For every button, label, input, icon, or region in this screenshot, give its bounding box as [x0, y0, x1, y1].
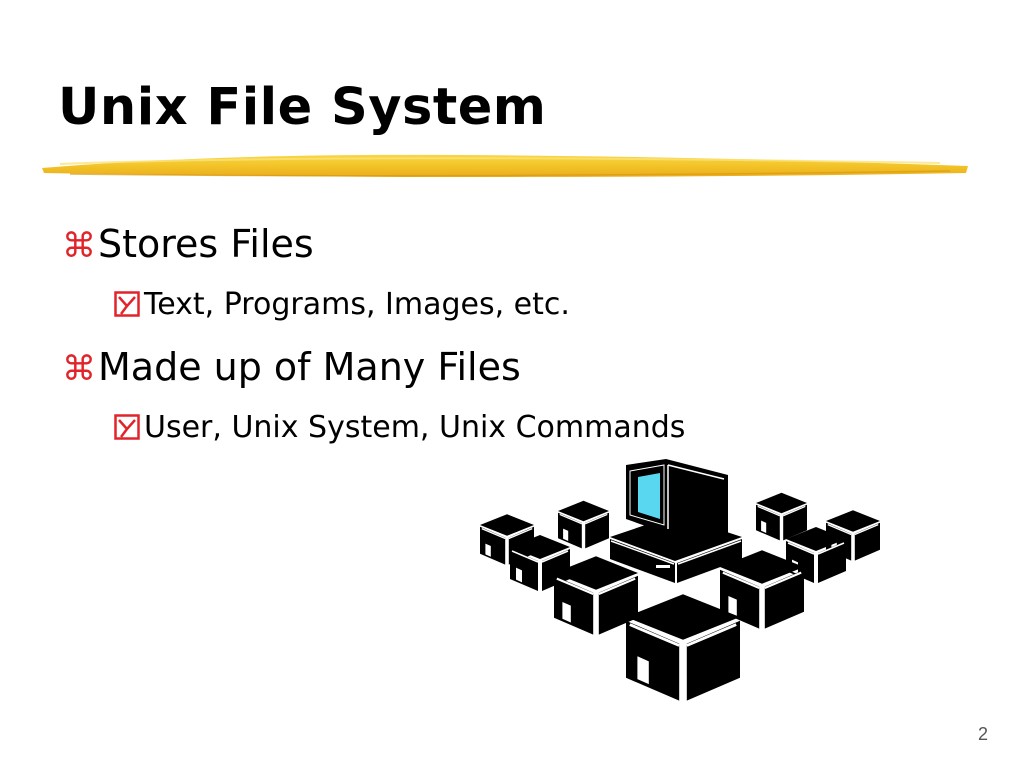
command-key-icon: ⌘	[62, 226, 96, 266]
title-highlight-stroke	[42, 154, 968, 177]
file-box-icon	[552, 555, 640, 636]
bullet-2: ⌘ Made up of Many Files	[62, 345, 521, 389]
file-box-icon	[624, 592, 742, 703]
computer-icon	[610, 459, 742, 583]
checked-box-icon	[114, 414, 140, 440]
computer-network-icon	[479, 459, 881, 703]
page-number: 2	[977, 724, 988, 744]
sub-bullet-2-text: User, Unix System, Unix Commands	[144, 410, 686, 445]
bullet-1: ⌘ Stores Files	[62, 222, 314, 266]
bullet-2-text: Made up of Many Files	[98, 345, 521, 389]
sub-bullet-1: Text, Programs, Images, etc.	[114, 287, 570, 322]
sub-bullet-1-text: Text, Programs, Images, etc.	[144, 287, 570, 322]
command-key-icon: ⌘	[62, 349, 96, 389]
checked-box-icon	[114, 291, 140, 317]
file-box-icon	[557, 500, 610, 550]
file-box-icon	[755, 492, 808, 542]
slide-title: Unix File System	[58, 78, 547, 137]
bullet-1-text: Stores Files	[98, 222, 314, 266]
sub-bullet-2: User, Unix System, Unix Commands	[114, 410, 685, 445]
